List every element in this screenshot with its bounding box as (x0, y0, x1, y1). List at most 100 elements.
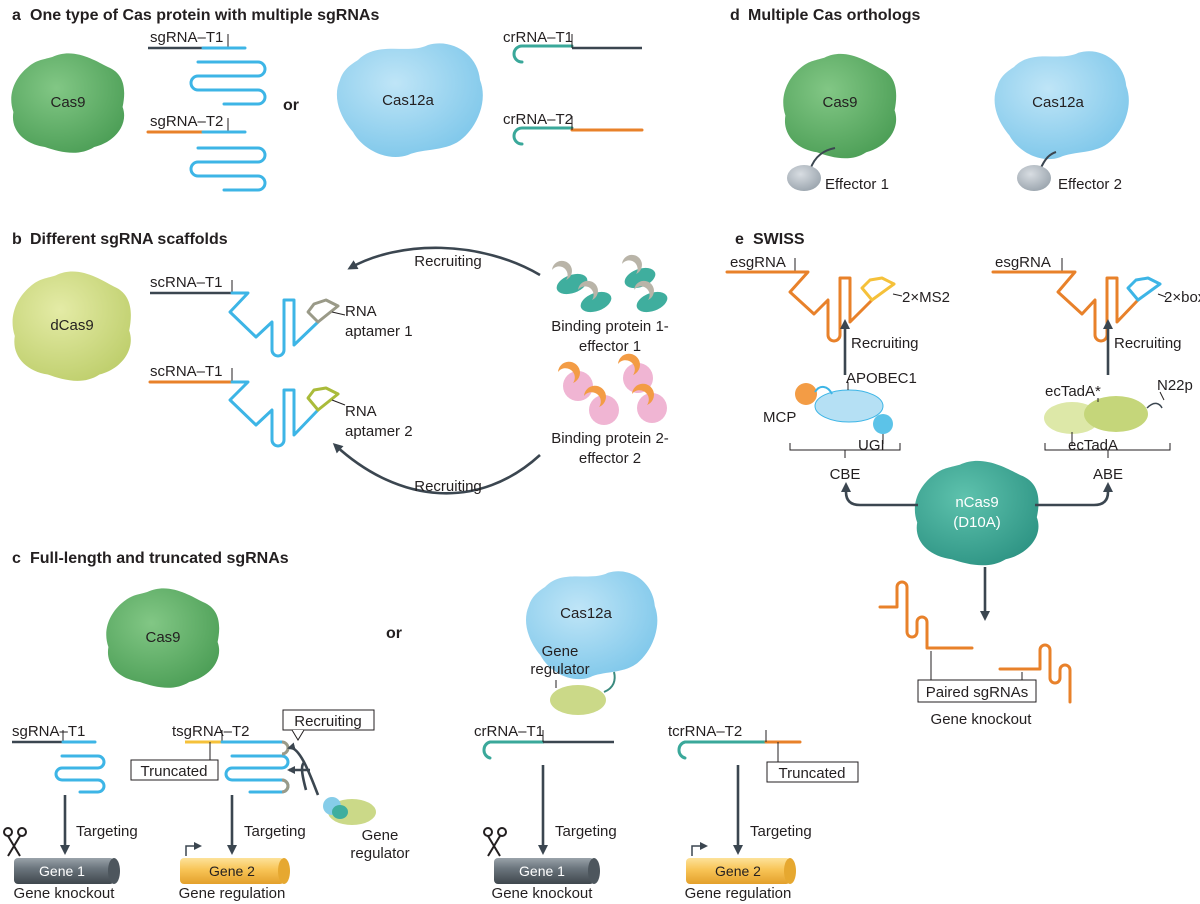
scrna-2-label: scRNA–T1 (150, 363, 223, 380)
gene-2-label-b: Gene 2 (715, 863, 761, 879)
panel-d-title: Multiple Cas orthologs (748, 7, 921, 24)
e-gene-knockout-label: Gene knockout (931, 711, 1033, 728)
aptamer-1-label-line1: RNA (345, 303, 377, 320)
scrna-1-scaffold (228, 291, 320, 358)
ncas9-label-line1: nCas9 (955, 494, 998, 511)
boxb-label: 2×boxB (1164, 289, 1200, 306)
ncas9-label-line2: (D10A) (953, 514, 1001, 531)
recruiting-label-e1: Recruiting (851, 335, 919, 352)
ugi-label: UGI (858, 437, 885, 454)
targeting-label-1: Targeting (76, 823, 138, 840)
gene-regulator-2-label-line1: Gene (362, 827, 399, 844)
abe-label: ABE (1093, 466, 1123, 483)
tsgrna-t2-label: tsgRNA–T2 (172, 723, 250, 740)
panel-a: a One type of Cas protein with multiple … (11, 7, 644, 192)
boxb-loop (1126, 276, 1162, 302)
panel-c: c Full-length and truncated sgRNAs Cas9 … (3, 550, 859, 902)
gene-regulator-fused (550, 685, 606, 715)
crrna-t1-label: crRNA–T1 (503, 29, 573, 46)
panel-e-title: SWISS (753, 231, 805, 248)
recruiting-arrow-bottom (332, 442, 541, 495)
gene-2-cylinder-b (686, 842, 796, 884)
truncated-box-1 (130, 759, 219, 781)
gene-1-label-b: Gene 1 (519, 863, 565, 879)
recruiting-box-label: Recruiting (294, 713, 362, 730)
esgrna-2-scaffold (991, 270, 1140, 343)
binding-protein-1-group (552, 254, 668, 313)
arrow-to-cbe (841, 482, 918, 507)
panel-c-letter: c (12, 550, 21, 567)
paired-sgrna-2 (998, 643, 1072, 704)
or-label-c: or (386, 625, 402, 642)
gene-regulator-label-line2: regulator (530, 661, 589, 678)
ectada-star-label: ecTadA* (1045, 383, 1101, 400)
gene-regulation-label-1: Gene regulation (179, 885, 286, 902)
truncated-label-1: Truncated (141, 763, 208, 780)
panel-d: d Multiple Cas orthologs Cas9 Effector 1… (730, 7, 1129, 193)
panel-d-letter: d (730, 7, 740, 24)
crrna-t2-handle (512, 126, 574, 146)
scissors-icon (7, 835, 21, 857)
panel-b-title: Different sgRNA scaffolds (30, 231, 228, 248)
ms2-label: 2×MS2 (902, 289, 950, 306)
binding-protein-1-label-line2: effector 1 (579, 338, 641, 355)
cas9-label-c: Cas9 (145, 629, 180, 646)
truncated-label-2: Truncated (779, 765, 846, 782)
paired-sgrnas-box (917, 679, 1037, 703)
sgrna-t1-label: sgRNA–T1 (150, 29, 223, 46)
recruiting-label-top: Recruiting (414, 253, 482, 270)
tcrrna-t2-label: tcrRNA–T2 (668, 723, 742, 740)
recruiting-arrow-top (347, 246, 541, 277)
cas12a-label-a: Cas12a (382, 92, 434, 109)
c-crrna-t1-label: crRNA–T1 (474, 723, 544, 740)
esgrna-1-label: esgRNA (730, 254, 786, 271)
gene-regulator-free (323, 797, 376, 825)
c-sgrna-t1-label: sgRNA–T1 (12, 723, 85, 740)
gene-regulation-label-2: Gene regulation (685, 885, 792, 902)
gene-regulator-2-label-line2: regulator (350, 845, 409, 862)
aptamer-1-label-line2: aptamer 1 (345, 323, 413, 340)
gene-1-cylinder-b (483, 827, 600, 884)
binding-protein-2-group (558, 353, 667, 425)
promoter-arrow-icon (185, 842, 202, 856)
effector-2-label: Effector 2 (1058, 176, 1122, 193)
binding-protein-2-label-line2: effector 2 (579, 450, 641, 467)
gene-regulator-label-line1: Gene (542, 643, 579, 660)
gene-2-cylinder-a (180, 842, 290, 884)
aptamer-2-label-line1: RNA (345, 403, 377, 420)
cas9-label-d: Cas9 (822, 94, 857, 111)
paired-sgrna-1 (878, 580, 974, 650)
aptamer-2-label-line2: aptamer 2 (345, 423, 413, 440)
crrna-t2-label: crRNA–T2 (503, 111, 573, 128)
recruiting-label-bottom: Recruiting (414, 478, 482, 495)
dcas9-label: dCas9 (50, 317, 93, 334)
panel-a-letter: a (12, 7, 21, 24)
paired-sgrnas-label: Paired sgRNAs (926, 684, 1029, 701)
mcp-label: MCP (763, 409, 796, 426)
panel-e-letter: e (735, 231, 744, 248)
cas12a-label-c: Cas12a (560, 605, 612, 622)
effector-2 (1017, 165, 1051, 191)
effector-1-label: Effector 1 (825, 176, 889, 193)
sgrna-t2-label: sgRNA–T2 (150, 113, 223, 130)
sgrna-t2-scaffold (189, 130, 267, 192)
tsgrna-t2-scaffold (220, 740, 290, 794)
binding-protein-1-label-line1: Binding protein 1- (551, 318, 669, 335)
targeting-label-2: Targeting (244, 823, 306, 840)
gene-1-label-a: Gene 1 (39, 863, 85, 879)
gene-knockout-label-2: Gene knockout (492, 885, 594, 902)
targeting-label-3: Targeting (555, 823, 617, 840)
gene-knockout-label-1: Gene knockout (14, 885, 116, 902)
cbe-complex (795, 383, 893, 434)
promoter-arrow-icon-b (691, 842, 708, 856)
sgrna-t1-scaffold (189, 46, 267, 106)
binding-protein-2-label-line1: Binding protein 2- (551, 430, 669, 447)
rna-aptamer-1 (306, 298, 340, 324)
panel-b: b Different sgRNA scaffolds dCas9 scRNA–… (12, 231, 669, 495)
ms2-loop (860, 276, 896, 302)
esgrna-1-scaffold (725, 270, 874, 343)
scrna-2-scaffold (228, 380, 320, 448)
panel-a-title: One type of Cas protein with multiple sg… (30, 7, 379, 24)
recruiting-box (282, 709, 375, 731)
